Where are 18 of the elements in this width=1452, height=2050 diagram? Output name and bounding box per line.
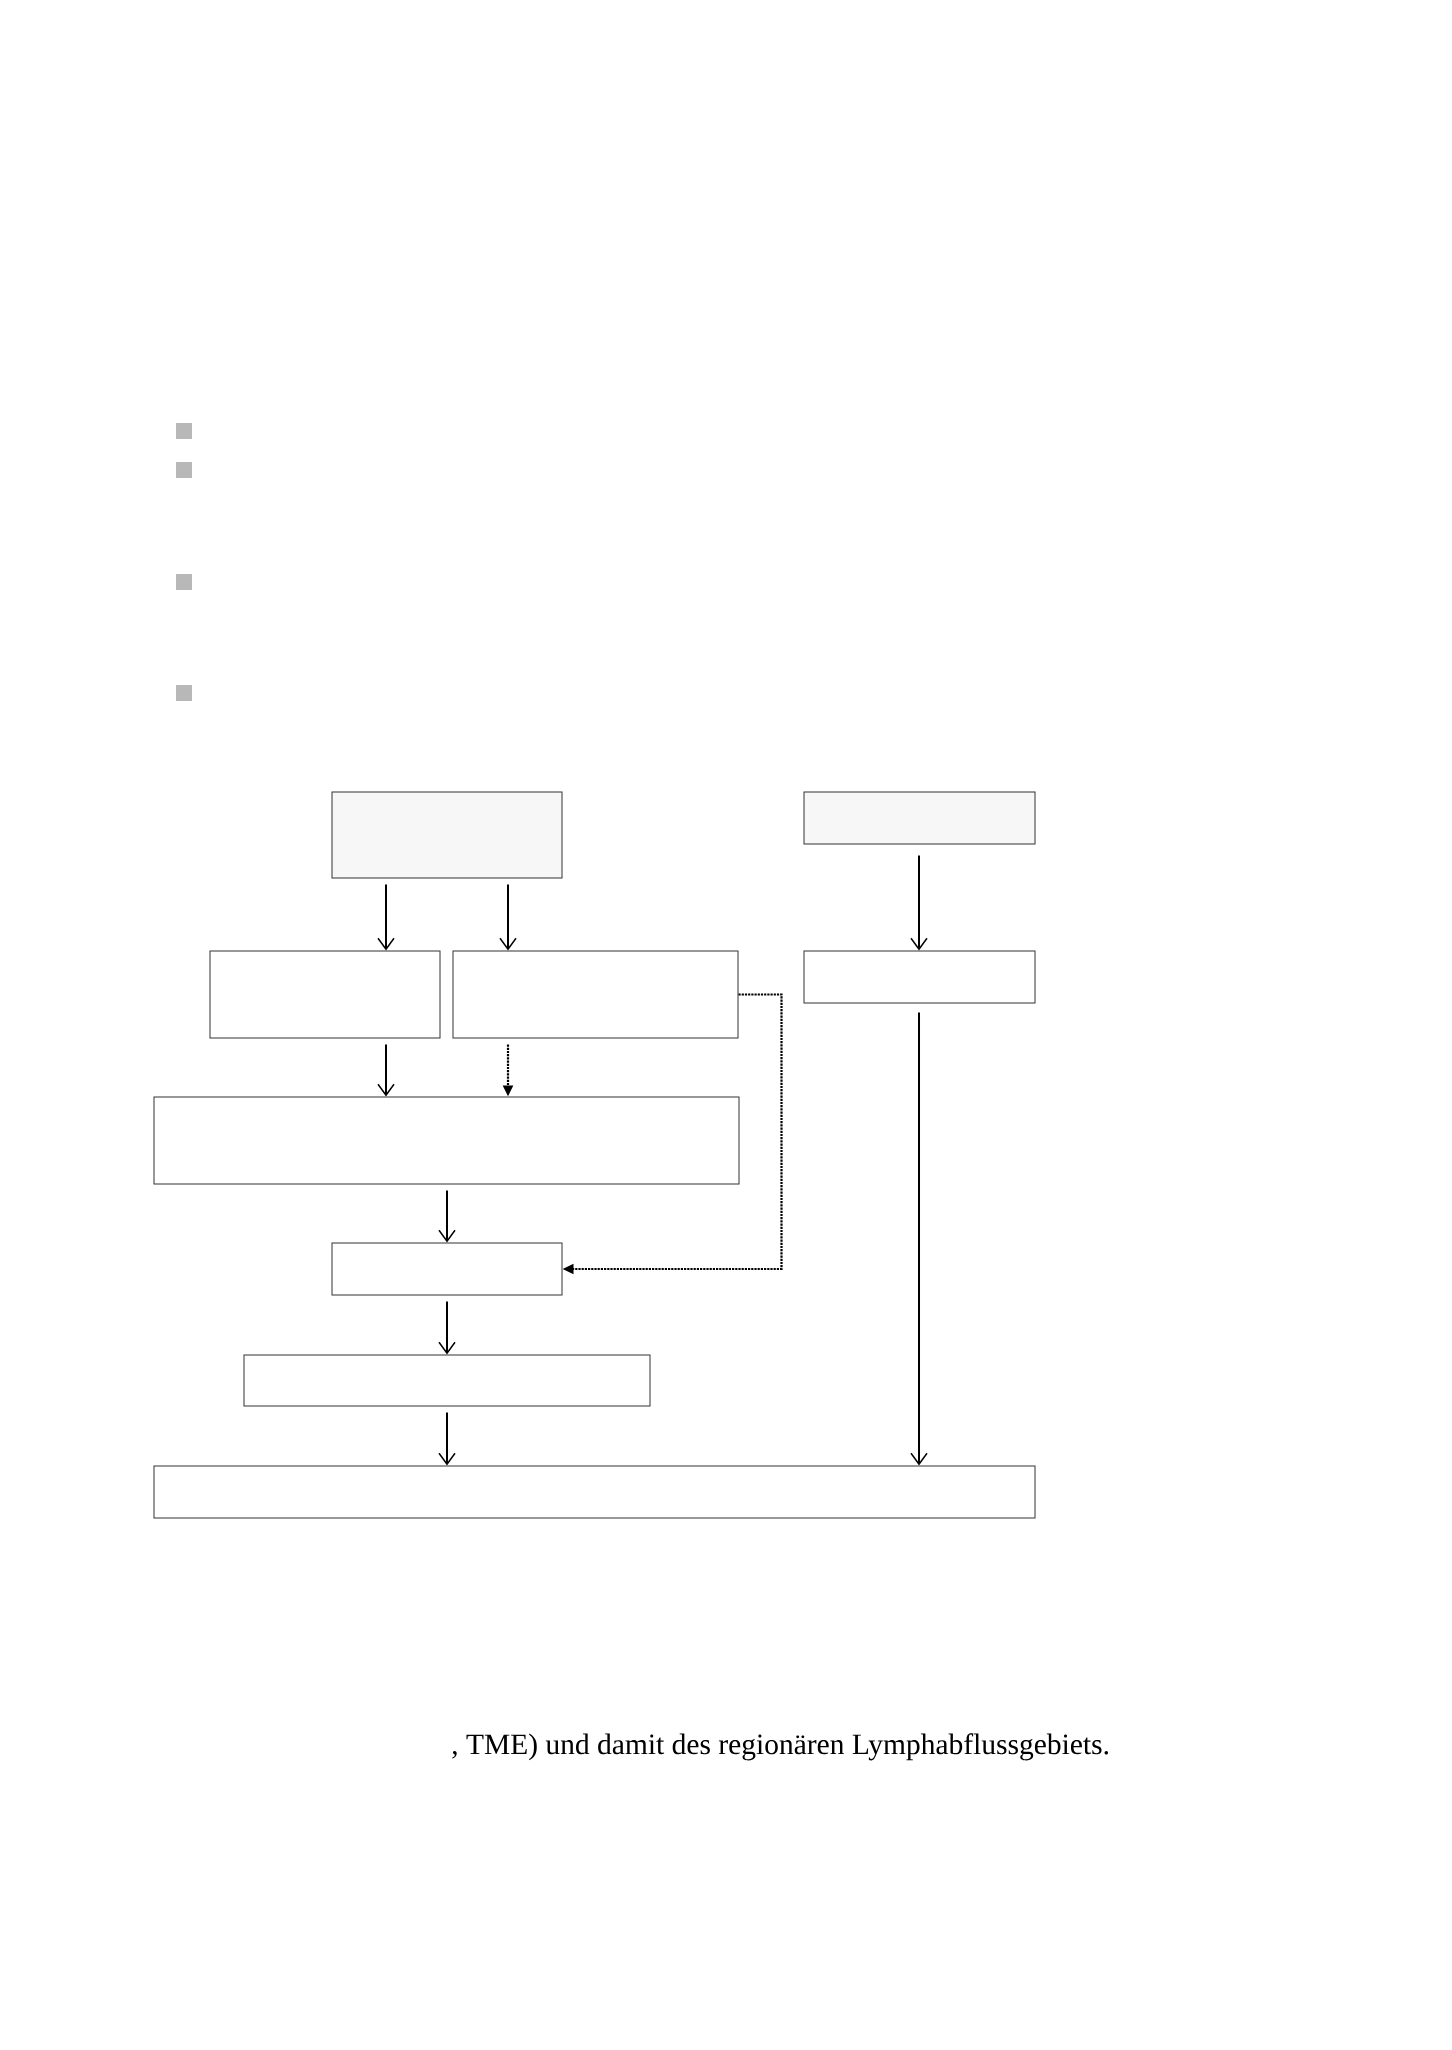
arrow bbox=[438, 1189, 456, 1243]
flow-box bbox=[331, 1242, 563, 1296]
arrow bbox=[499, 883, 517, 951]
arrow bbox=[438, 1300, 456, 1355]
flow-box bbox=[153, 1465, 1036, 1519]
arrow bbox=[438, 1411, 456, 1466]
arrow bbox=[910, 1011, 928, 1466]
arrow bbox=[377, 883, 395, 951]
body-text: , TME) und damit des regionären Lymphabflussgebiets. bbox=[452, 1733, 1108, 1761]
flow-box bbox=[803, 791, 1036, 845]
arrow bbox=[377, 1043, 395, 1097]
flow-box bbox=[243, 1354, 651, 1407]
flow-box bbox=[209, 950, 441, 1039]
flow-box bbox=[803, 950, 1036, 1004]
flow-box bbox=[331, 791, 563, 879]
flow-box bbox=[153, 1096, 740, 1185]
flow-box bbox=[452, 950, 739, 1039]
arrow bbox=[910, 854, 928, 951]
